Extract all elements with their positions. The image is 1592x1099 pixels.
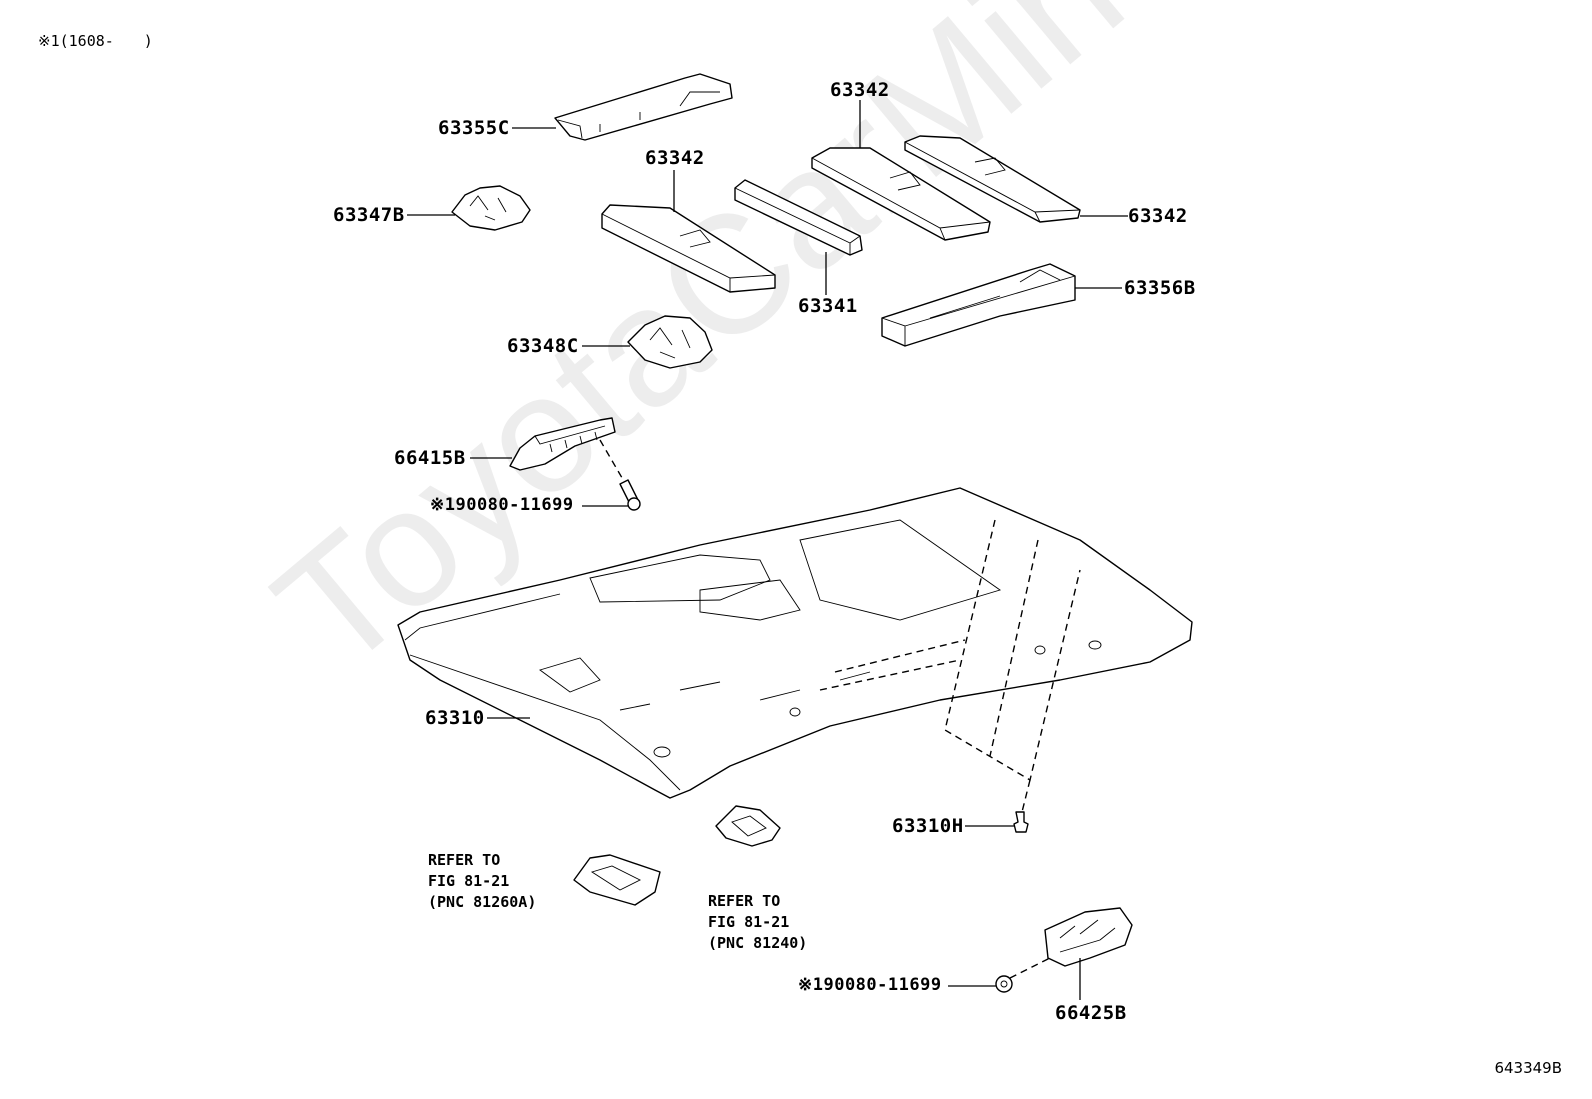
part-63342-left-drawing xyxy=(601,204,776,293)
part-label-63310h: 63310H xyxy=(892,815,964,837)
part-63341-drawing xyxy=(734,179,863,256)
part-63342-mid-drawing xyxy=(811,147,991,241)
screw-1-drawing xyxy=(619,479,641,511)
part-63342-right-drawing xyxy=(904,135,1081,223)
ref-left-line3: (PNC 81260A) xyxy=(428,893,537,911)
part-63356b-drawing xyxy=(881,263,1076,347)
part-label-63342-right: 63342 xyxy=(1128,205,1188,227)
part-label-66415b: 66415B xyxy=(394,447,466,469)
part-66415b-drawing xyxy=(509,417,616,471)
part-63347b-drawing xyxy=(451,185,531,231)
ref-left-line1: REFER TO xyxy=(428,851,501,869)
screw-2-drawing xyxy=(995,975,1013,993)
ref-left-line2: FIG 81-21 xyxy=(428,872,510,890)
ref-block-81240: REFER TO FIG 81-21 (PNC 81240) xyxy=(708,891,807,954)
part-label-63348c: 63348C xyxy=(507,335,579,357)
ref-81240-lamp-drawing xyxy=(715,805,781,847)
part-label-63310: 63310 xyxy=(425,707,485,729)
part-label-63355c: 63355C xyxy=(438,117,510,139)
part-label-63341: 63341 xyxy=(798,295,858,317)
part-63310-headliner-drawing xyxy=(397,487,1193,799)
part-label-63347b: 63347B xyxy=(333,204,405,226)
ref-81260a-lamp-drawing xyxy=(573,854,661,906)
ref-block-81260a: REFER TO FIG 81-21 (PNC 81260A) xyxy=(428,850,536,913)
part-label-66425b: 66425B xyxy=(1055,1002,1127,1024)
part-63355c-drawing xyxy=(554,73,733,141)
part-label-63342-left: 63342 xyxy=(645,147,705,169)
part-63310h-drawing xyxy=(1013,811,1029,833)
part-label-63342-mid: 63342 xyxy=(830,79,890,101)
part-label-screw-2: ※190080-11699 xyxy=(798,975,942,995)
part-63348c-drawing xyxy=(627,315,713,369)
part-label-63356b: 63356B xyxy=(1124,277,1196,299)
ref-right-line2: FIG 81-21 xyxy=(708,913,790,931)
part-label-screw-1: ※190080-11699 xyxy=(430,495,574,515)
figure-id: 643349B xyxy=(1494,1059,1562,1077)
part-66425b-drawing xyxy=(1044,907,1133,967)
ref-right-line1: REFER TO xyxy=(708,892,781,910)
header-note: ※1(1608- ) xyxy=(38,32,153,50)
ref-right-line3: (PNC 81240) xyxy=(708,934,808,952)
